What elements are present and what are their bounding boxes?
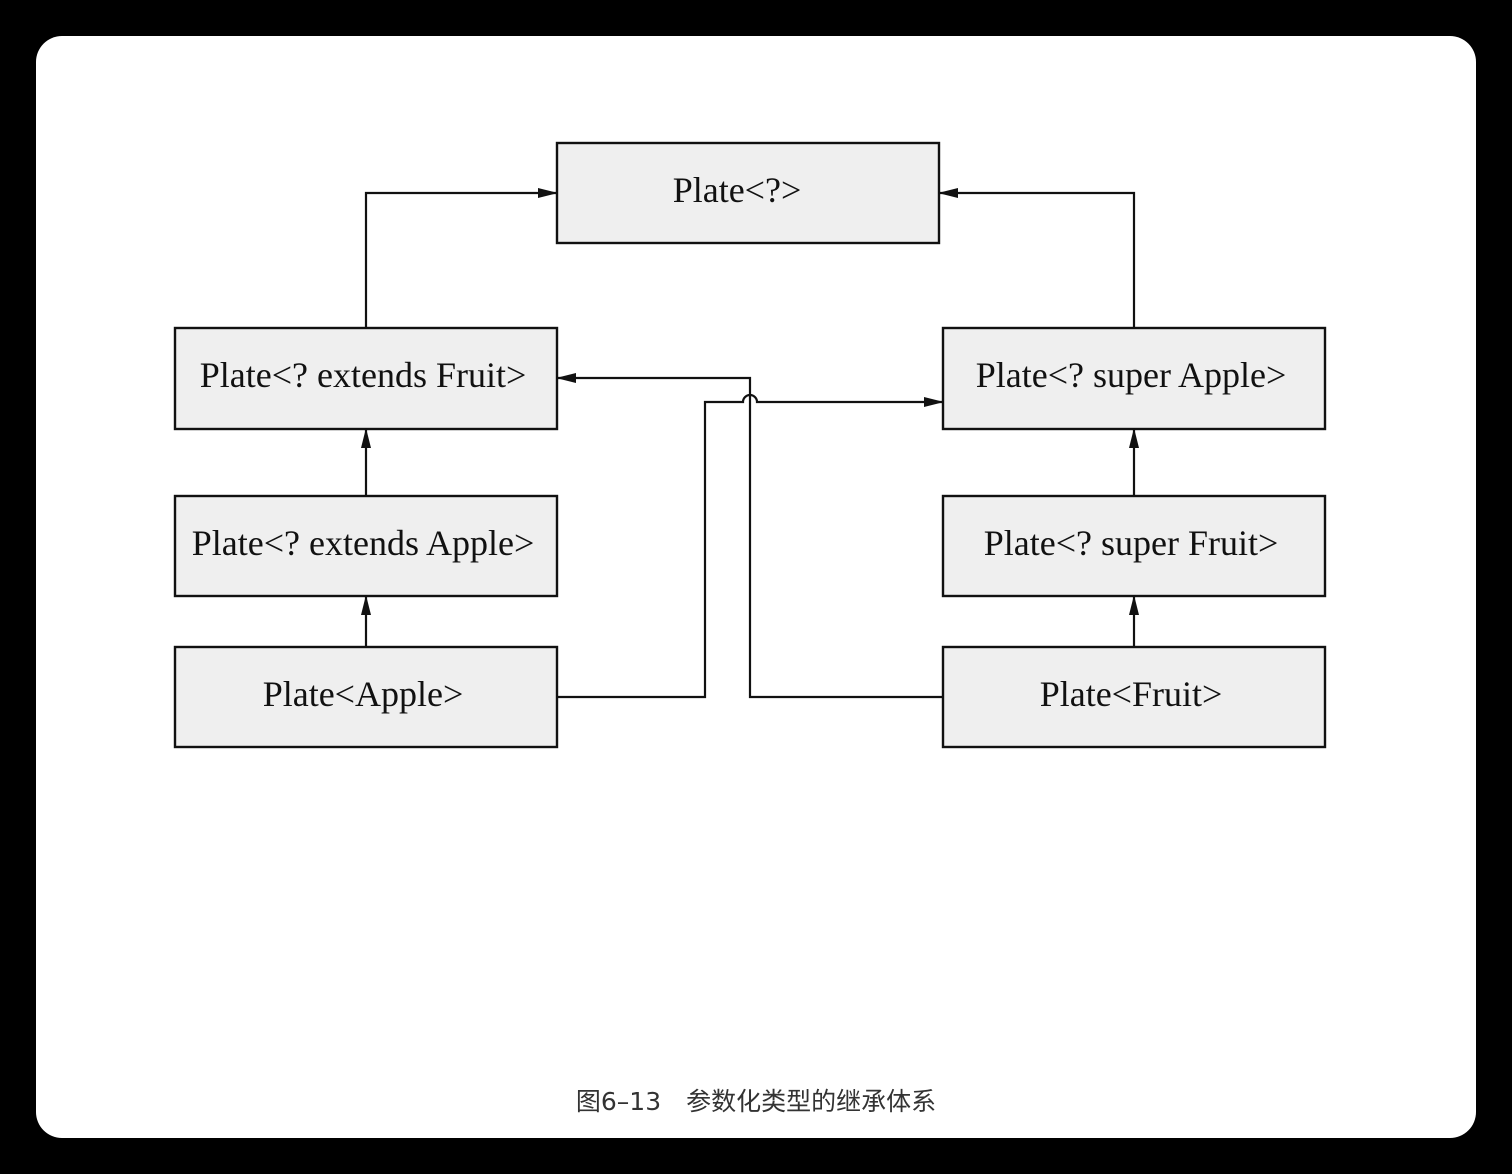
node-plate-fruit-label: Plate<Fruit>: [1040, 674, 1223, 714]
node-plate-apple: Plate<Apple>: [173, 645, 559, 749]
figure-caption: 图6–13 参数化类型的继承体系: [575, 1087, 937, 1116]
node-plate-extends-fruit-label: Plate<? extends Fruit>: [200, 355, 527, 395]
edge-extends-fruit-to-wildcard: [364, 188, 558, 328]
node-plate-super-fruit-label: Plate<? super Fruit>: [984, 523, 1279, 563]
edge-apple-to-super-apple: [557, 393, 944, 699]
node-plate-fruit: Plate<Fruit>: [941, 645, 1327, 749]
node-plate-super-fruit: Plate<? super Fruit>: [941, 494, 1327, 598]
edge-super-apple-to-wildcard: [938, 188, 1136, 328]
edge-fruit-to-extends-fruit: [556, 373, 943, 699]
node-plate-extends-apple: Plate<? extends Apple>: [173, 494, 559, 598]
node-plate-super-apple-label: Plate<? super Apple>: [976, 355, 1287, 395]
node-plate-apple-label: Plate<Apple>: [263, 674, 464, 714]
node-plate-extends-apple-label: Plate<? extends Apple>: [192, 523, 535, 563]
node-plate-wildcard: Plate<?>: [555, 141, 941, 245]
node-plate-extends-fruit: Plate<? extends Fruit>: [173, 326, 559, 431]
node-plate-wildcard-label: Plate<?>: [673, 170, 802, 210]
node-plate-super-apple: Plate<? super Apple>: [941, 326, 1327, 431]
